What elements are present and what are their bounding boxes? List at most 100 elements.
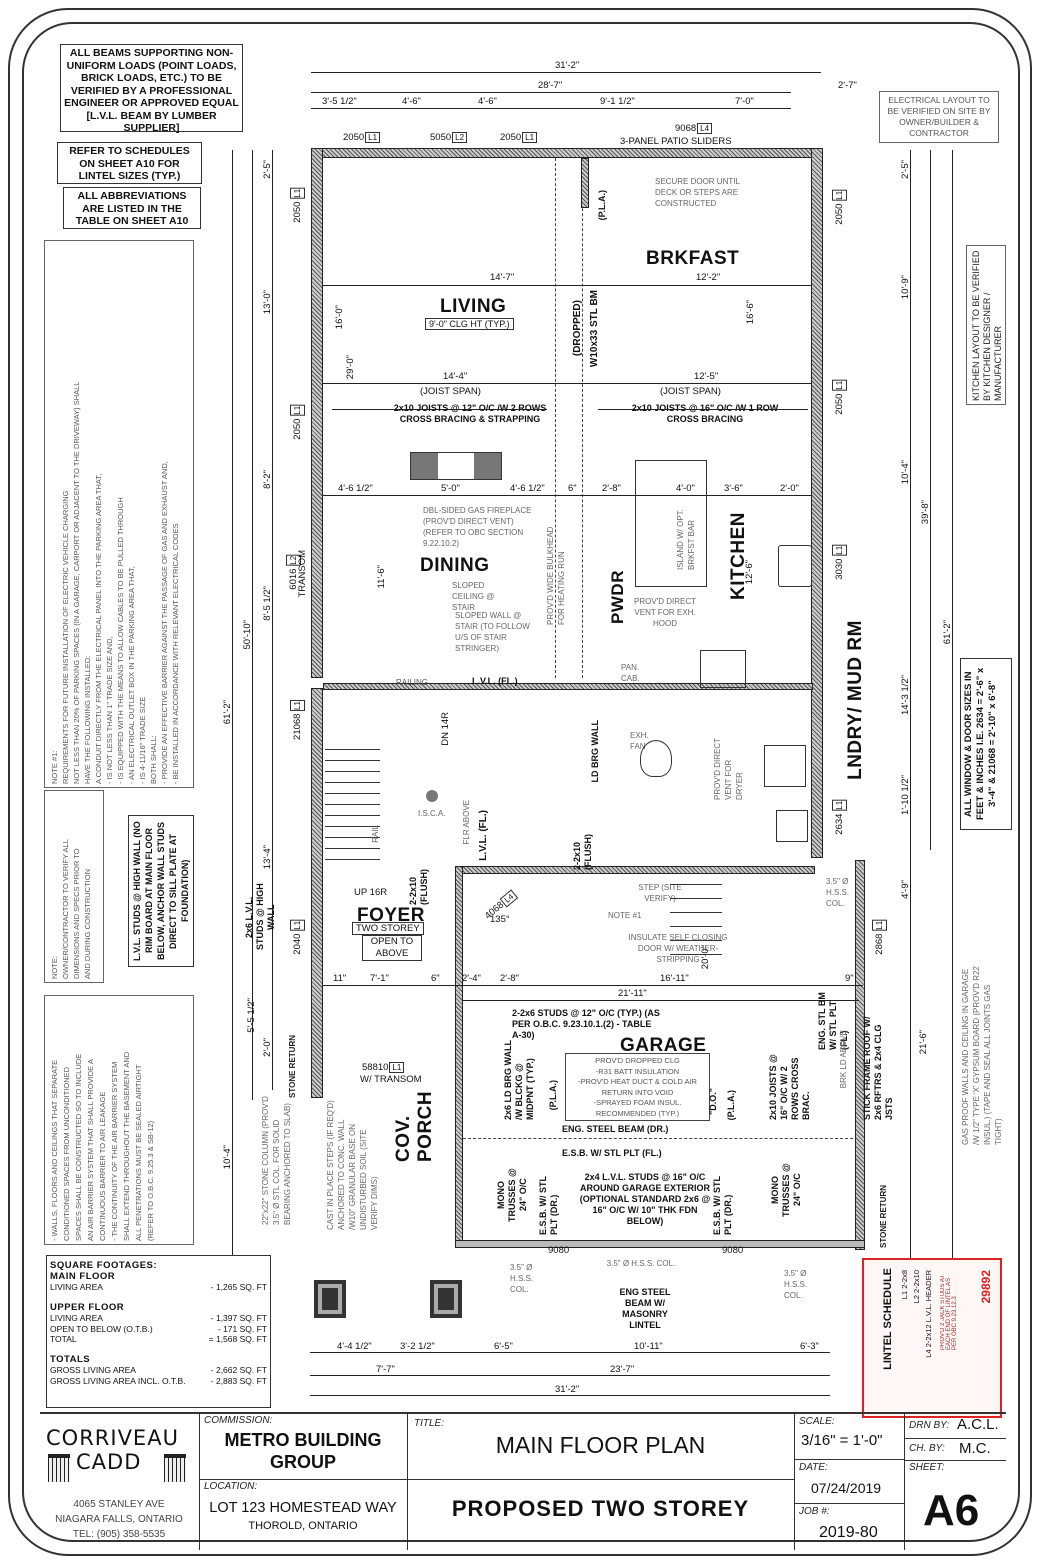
- lintel-title: LINTEL SCHEDULE: [882, 1268, 894, 1370]
- joist-arrow-right: [598, 409, 808, 410]
- opening-tag: 2050 L1: [832, 380, 847, 415]
- beams-note: ALL BEAMS SUPPORTING NON-UNIFORM LOADS (…: [60, 44, 243, 134]
- rail-label: RAIL: [371, 825, 380, 843]
- garage-ld-wall: 2x6 LD BRG WALL /W BLCKG @ MIDPNT (TYP.): [503, 1040, 535, 1120]
- flush-left: 2-2x10 (FLUSH): [408, 869, 429, 905]
- dim-line-span: [323, 383, 811, 384]
- esb-fl: E.S.B. W/ STL PLT (FL.): [562, 1148, 662, 1158]
- wall-left-upper: [311, 148, 323, 678]
- dim-line-main-top: [311, 92, 791, 93]
- bulkhead-note: PROV'D WIDE BULKHEAD FOR HEATING RUN: [546, 526, 566, 625]
- dim-bottom: 10'-11": [634, 1341, 663, 1352]
- foyer-two-storey-tag: TWO STOREY: [352, 922, 424, 935]
- dim-right: 1'-10 1/2": [900, 775, 911, 816]
- owner-note: NOTE: OWNER/CONTRACTOR TO VERIFY ALL DIM…: [44, 790, 104, 983]
- dim-top-seg: 4'-6": [478, 96, 497, 107]
- studs-high-wall: 2x6 L.V.L. STUDS @ HIGH WALL: [244, 883, 276, 951]
- toilet: [640, 740, 672, 777]
- firm-city: NIAGARA FALLS, ONTARIO: [55, 1514, 183, 1525]
- dim-foyer: 6": [431, 973, 440, 984]
- dim-foyer: 2'-8": [500, 973, 519, 984]
- note-line: SPACES SHALL BE CONSTRUCTED SO TO INCLUD…: [74, 1053, 83, 1241]
- sqft-row: GROSS LIVING AREA- 2,662 SQ. FT: [50, 1365, 267, 1375]
- dim-left: 13'-0": [262, 290, 273, 315]
- drawing-subtitle: PROPOSED TWO STOREY: [451, 1496, 750, 1521]
- dim-fp: 6": [568, 483, 577, 494]
- checked-by-value: M.C.: [959, 1440, 991, 1457]
- cast-steps-note: CAST IN PLACE STEPS (IF REQ'D) ANCHORED …: [326, 1100, 379, 1230]
- location-cell: LOCATION: LOT 123 HOMESTEAD WAY THOROLD,…: [200, 1480, 408, 1550]
- room-foyer[interactable]: FOYER: [357, 905, 425, 926]
- dim-fp: 3'-6": [724, 483, 743, 494]
- garage-front: [455, 1240, 865, 1248]
- drawn-by-label: DRN BY:: [909, 1420, 950, 1431]
- dim-top-seg: 4'-6": [402, 96, 421, 107]
- room-pwdr[interactable]: PWDR: [608, 570, 627, 624]
- lintel-notes: PROV'D 2 JACK STUDS AT EACH END OF LINTE…: [940, 1275, 958, 1350]
- room-brkfast[interactable]: BRKFAST: [646, 248, 740, 269]
- sqft-totals-heading: TOTALS: [50, 1353, 91, 1365]
- dim-brkfast-width: 12'-2": [696, 272, 721, 283]
- note-line: - AN ELECTRICAL OUTLET BOX IN THE PARKIN…: [127, 566, 136, 784]
- note-line: HAVE THE FOLLOWING INSTALLED:: [83, 655, 92, 784]
- opening-tag: 2050 L1: [290, 188, 305, 223]
- note-line: PROV'D DROPPED CLG: [595, 1056, 680, 1065]
- scale-value: 3/16" = 1'-0": [801, 1432, 883, 1449]
- flr-above-label: FLR ABOVE: [462, 800, 471, 845]
- dryer-vent-note: PROV'D DIRECT VENT FOR DRYER: [713, 738, 744, 800]
- dim-left: 2'-5": [262, 160, 273, 179]
- room-laundry[interactable]: LNDRY/ MUD RM: [845, 620, 866, 780]
- pla-garage-left: (P.L.A.): [548, 1080, 558, 1111]
- dim-top-overall: 31'-2": [555, 60, 580, 71]
- dim-left: 5'-5 1/2": [246, 998, 257, 1033]
- sqft-title: SQUARE FOOTAGES:: [50, 1260, 158, 1271]
- dim-line-left-overall: [232, 150, 233, 1260]
- note-line: REQUIREMENTS FOR FUTURE INSTALLATION OF …: [61, 490, 70, 784]
- kitchen-sink: [778, 545, 812, 587]
- lintel-row: L2 2-2x10: [912, 1270, 921, 1304]
- note-line: ALL PENETRATIONS MUST BE SEALED AIRTIGHT: [134, 1064, 143, 1241]
- note-line: DIMENSIONS AND SPECS PRIOR TO: [72, 848, 81, 979]
- note-line: - WALLS, FLOORS AND CEILINGS THAT SEPARA…: [50, 1059, 59, 1241]
- room-porch[interactable]: COV. PORCH: [393, 1090, 436, 1162]
- sheet-cell: SHEET: A6: [905, 1460, 1006, 1550]
- note-line: NOTE #1:: [50, 750, 59, 784]
- job-value: 2019-80: [819, 1524, 878, 1541]
- lvl-fl-vertical: L.V.L. (FL.): [478, 810, 489, 861]
- dim-right: 2'-5": [900, 160, 911, 179]
- note-line: RETURN INTO VOID: [601, 1087, 674, 1097]
- dn-stair-label: DN 14R: [440, 712, 451, 746]
- firm-phone: TEL: (905) 358-5535: [72, 1529, 166, 1540]
- flush-right: 2-2x10 (FLUSH): [572, 834, 593, 870]
- dim-right: 4'-9": [900, 880, 911, 899]
- room-living[interactable]: LIVING: [440, 296, 507, 317]
- wall-garage-right: [855, 860, 865, 1250]
- dim-living-span: 14'-4": [443, 371, 468, 382]
- note-line: - THE CONTINUITY OF THE AIR BARRIER SYST…: [110, 1061, 119, 1241]
- dim-left-overall: 61'-2": [222, 700, 233, 725]
- firm-name: CORRIVEAU: [46, 1426, 179, 1450]
- pla-garage-right: (P.L.A.): [726, 1090, 736, 1121]
- isca-label: I.S.C.A.: [418, 809, 446, 818]
- commission-cell: COMMISSION: METRO BUILDING GROUP: [200, 1414, 408, 1480]
- abbreviations-note: ALL ABBREVIATIONS ARE LISTED IN THE TABL…: [63, 187, 201, 229]
- stairs-up: [325, 740, 380, 860]
- note-line: -R31 BATT INSULATION: [595, 1066, 680, 1076]
- dim-fp: 4'-6 1/2": [510, 483, 545, 494]
- room-garage[interactable]: GARAGE: [620, 1035, 707, 1056]
- room-dining[interactable]: DINING: [420, 555, 490, 576]
- room-kitchen[interactable]: KITCHEN: [728, 512, 749, 600]
- sqft-row: LIVING AREA- 1,397 SQ. FT: [50, 1313, 267, 1323]
- dim-foyer: 9": [845, 973, 854, 984]
- mono-trusses-right: MONO TRUSSES @ 24" O/C: [770, 1163, 802, 1217]
- wall-right-upper: [811, 148, 823, 858]
- dim-left: 13'-4": [262, 845, 273, 870]
- column-icon-left: [48, 1454, 70, 1482]
- joist-span-right: (JOIST SPAN): [660, 386, 721, 397]
- note-line: - PROVIDE AN EFFECTIVE BARRIER AGAINST T…: [160, 461, 169, 784]
- scale-label: SCALE:: [799, 1416, 835, 1427]
- masonry-lintel-note: ENG STEEL BEAM W/ MASONRY LINTEL: [619, 1287, 671, 1330]
